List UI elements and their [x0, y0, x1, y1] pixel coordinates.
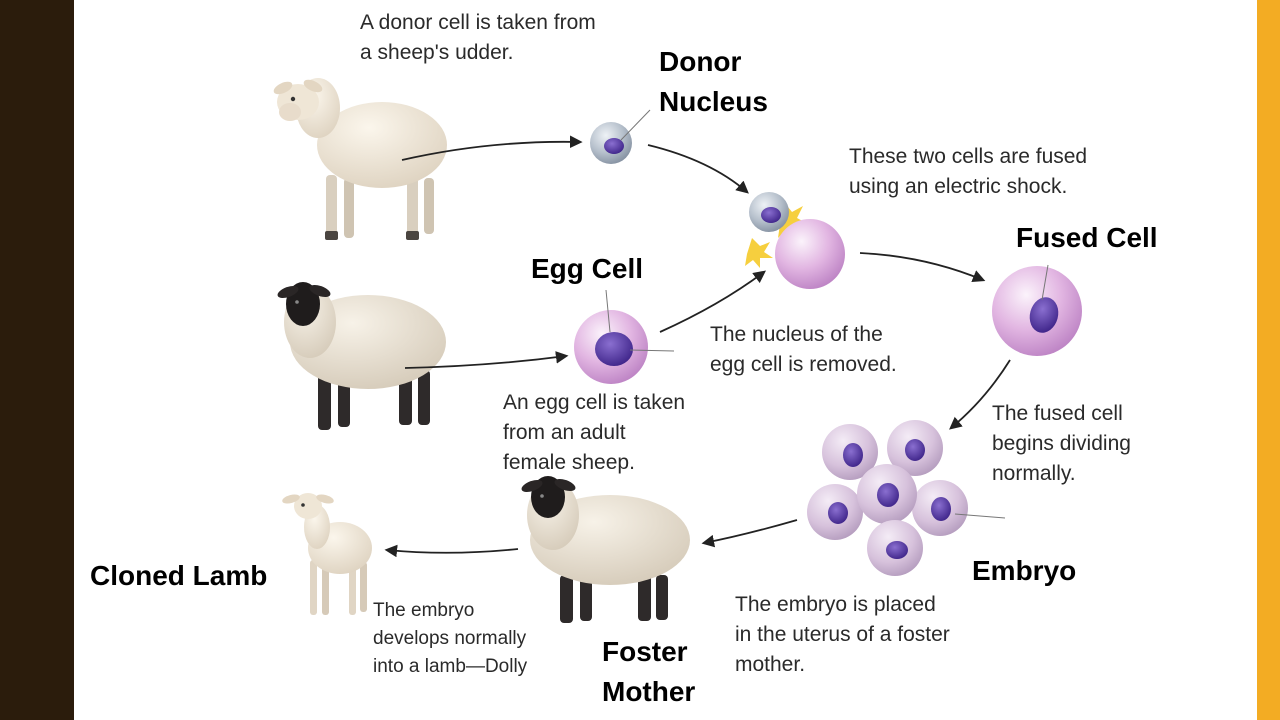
right-border-bar	[1257, 0, 1280, 720]
arrow-egg-to-fusion	[659, 270, 767, 333]
fusion-cells-icon	[749, 192, 845, 289]
cloned-lamb-title: Cloned Lamb	[90, 560, 268, 591]
arrow-donor-to-fusion	[647, 144, 749, 194]
process-arrows	[384, 135, 1011, 558]
embryo-title: Embryo	[972, 555, 1077, 586]
arrow-foster-to-lamb	[384, 544, 519, 558]
egg-cell-icon	[574, 289, 675, 384]
electric-spark-icon	[745, 202, 808, 268]
lamb-develops-caption: The embryo develops normally into a lamb…	[373, 600, 528, 677]
fused-cell-icon	[992, 264, 1082, 356]
left-border-bar	[0, 0, 74, 720]
fused-cell-title: Fused Cell	[1016, 222, 1158, 253]
embryo-placed-caption: The embryo is placed in the uterus of a …	[735, 593, 950, 676]
egg-cell-title: Egg Cell	[531, 253, 644, 284]
dividing-caption: The fused cell begins dividing normally.	[992, 402, 1131, 485]
arrow-embryo-to-foster	[701, 519, 798, 548]
foster-mother-title: Foster Mother	[602, 636, 696, 707]
donor-cell-icon	[590, 109, 651, 164]
arrow-fused-to-embryo	[949, 359, 1011, 430]
arrow-sheep-to-donor	[401, 135, 583, 161]
nucleus-removed-caption: The nucleus of the egg cell is removed.	[710, 323, 897, 376]
fusion-caption: These two cells are fused using an elect…	[849, 145, 1088, 198]
lamb-icon	[282, 493, 372, 615]
arrow-sheep-to-egg	[404, 351, 569, 369]
donor-cell-caption: A donor cell is taken from a sheep's udd…	[360, 11, 596, 64]
arrow-fusion-to-fused	[859, 252, 986, 282]
white-faced-sheep-icon	[273, 78, 447, 240]
donor-nucleus-title: Donor Nucleus	[659, 46, 768, 117]
embryo-cluster-icon	[807, 420, 1006, 576]
black-faced-sheep-icon	[277, 282, 446, 430]
egg-taken-caption: An egg cell is taken from an adult femal…	[503, 391, 686, 474]
foster-sheep-icon	[521, 476, 690, 623]
